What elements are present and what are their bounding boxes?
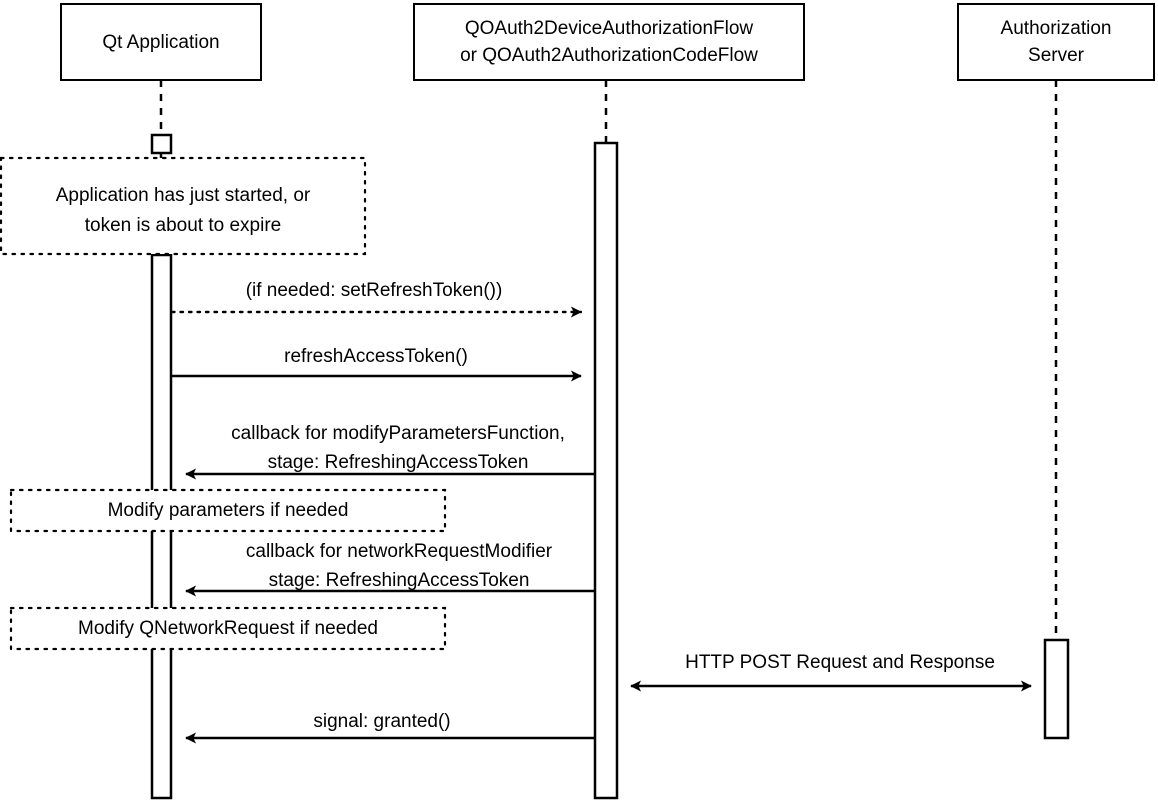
message-http-post-label: HTTP POST Request and Response: [685, 652, 995, 673]
participant-server[interactable]: Authorization Server: [957, 3, 1155, 81]
note-modify-request-box: [9, 606, 447, 651]
participant-app-box[interactable]: [60, 3, 262, 81]
participant-server-label-line1: Authorization: [1001, 18, 1112, 39]
message-set-refresh-token[interactable]: (if needed: setRefreshToken()): [170, 280, 583, 318]
participant-flow-label-line2: or QOAuth2AuthorizationCodeFlow: [460, 45, 758, 66]
message-set-refresh-token-label: (if needed: setRefreshToken()): [246, 280, 503, 301]
message-callback-network-request-modifier-label-line1: callback for networkRequestModifier: [246, 541, 553, 562]
note-modify-parameters-box: [9, 488, 447, 533]
note-app-started-box: [0, 156, 367, 256]
message-refresh-access-token[interactable]: refreshAccessToken(): [172, 346, 582, 382]
message-refresh-access-token-label: refreshAccessToken(): [284, 346, 468, 367]
note-app-started-line1: Application has just started, or: [56, 185, 311, 206]
message-signal-granted-label: signal: granted(): [313, 711, 450, 732]
participant-app-label: Qt Application: [102, 32, 219, 53]
note-modify-parameters: Modify parameters if needed: [9, 488, 447, 533]
note-modify-parameters-label: Modify parameters if needed: [108, 500, 349, 521]
note-app-started-line2: token is about to expire: [85, 215, 281, 236]
message-callback-modify-parameters-label-line2: stage: RefreshingAccessToken: [268, 452, 529, 473]
message-callback-network-request-modifier[interactable]: callback for networkRequestModifier stag…: [185, 541, 595, 597]
participant-server-label-line2: Server: [1028, 45, 1085, 66]
note-app-started: Application has just started, or token i…: [0, 156, 367, 256]
participant-server-box[interactable]: [957, 3, 1155, 81]
message-callback-modify-parameters-label-line1: callback for modifyParametersFunction,: [231, 423, 565, 444]
message-callback-network-request-modifier-label-line2: stage: RefreshingAccessToken: [269, 570, 530, 591]
note-modify-request: Modify QNetworkRequest if needed: [9, 606, 447, 651]
note-modify-request-label: Modify QNetworkRequest if needed: [78, 618, 378, 639]
activation-server: [1043, 638, 1070, 740]
participant-app[interactable]: Qt Application: [60, 3, 262, 81]
participant-flow-label-line1: QOAuth2DeviceAuthorizationFlow: [465, 18, 754, 39]
activation-flow: [593, 141, 619, 800]
participant-flow[interactable]: QOAuth2DeviceAuthorizationFlow or QOAuth…: [413, 3, 805, 81]
activation-app-start: [150, 133, 173, 155]
message-http-post[interactable]: HTTP POST Request and Response: [630, 652, 1032, 692]
participant-flow-box[interactable]: [413, 3, 805, 81]
message-callback-modify-parameters[interactable]: callback for modifyParametersFunction, s…: [185, 423, 595, 480]
message-signal-granted[interactable]: signal: granted(): [185, 711, 595, 744]
